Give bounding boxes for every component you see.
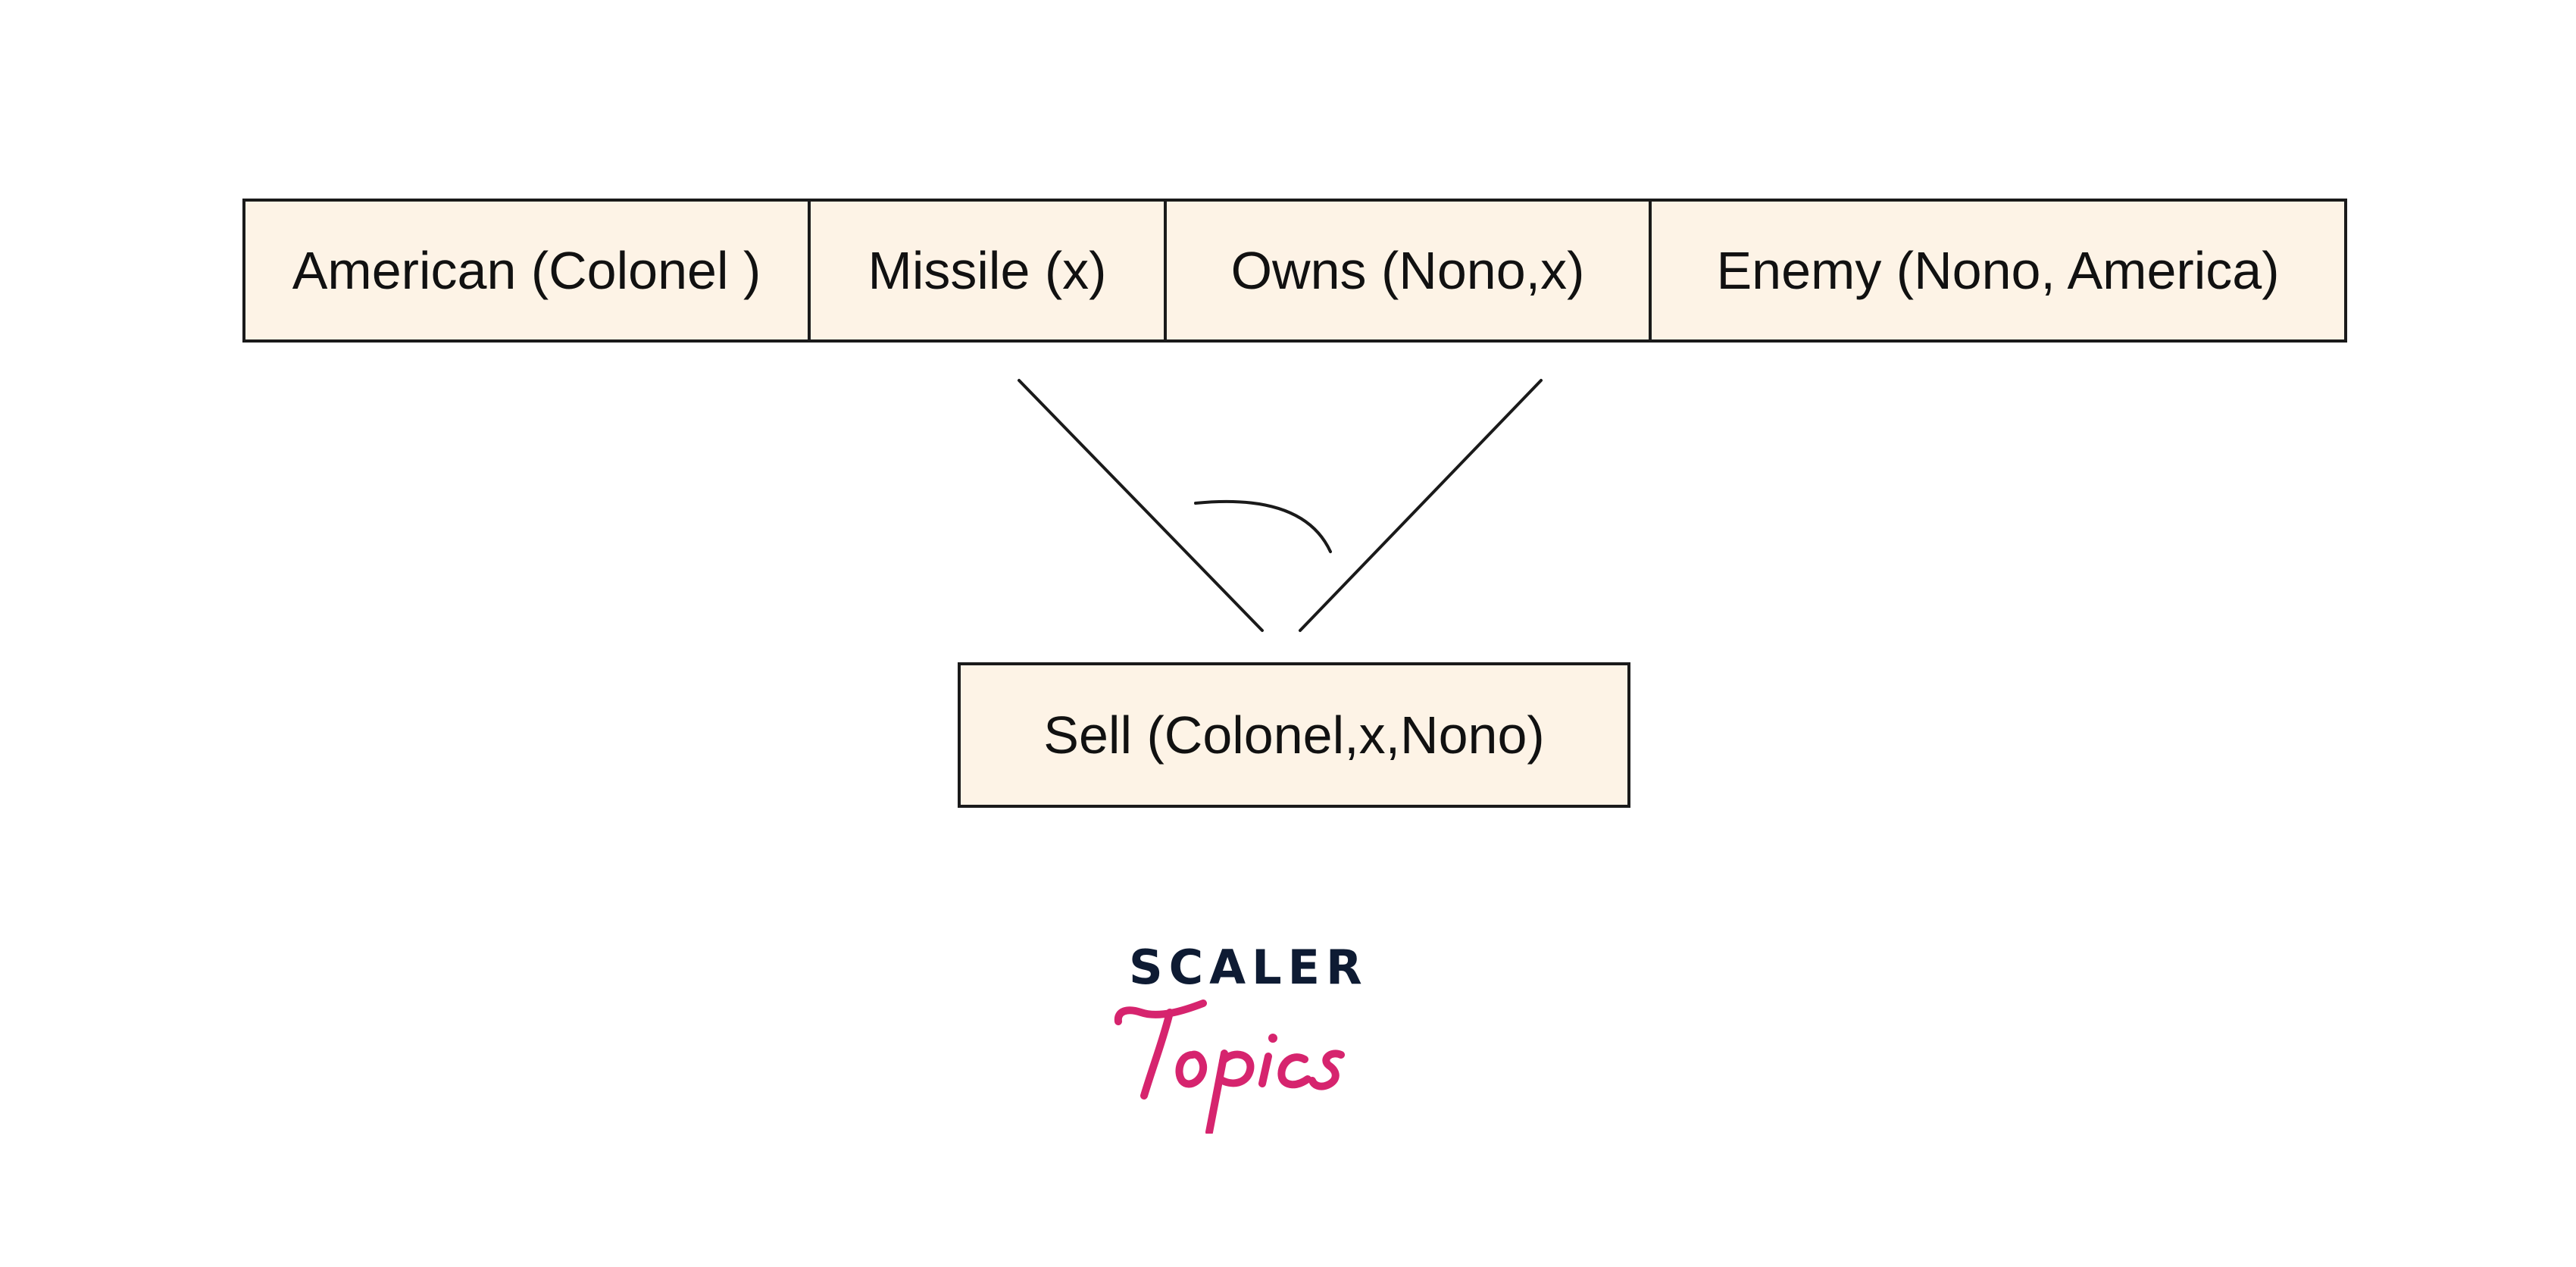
fact-american: American (Colonel ) <box>292 241 761 300</box>
scaler-topics-logo: SCALER <box>1114 940 1368 1137</box>
logo-i-dot <box>1268 1034 1277 1043</box>
fact-missile: Missile (x) <box>808 202 1164 339</box>
premises-row: American (Colonel ) Missile (x) Owns (No… <box>242 199 2347 343</box>
fact-enemy: Enemy (Nono, America) <box>1649 202 2344 339</box>
right-connector-line <box>1299 379 1543 632</box>
logo-topics-script <box>1114 1000 1345 1134</box>
conclusion-box: Sell (Colonel,x,Nono) <box>958 662 1630 808</box>
conjunction-arc <box>1194 499 1332 553</box>
fact-owns: Owns (Nono,x) <box>1164 202 1649 339</box>
left-connector-line <box>1018 379 1264 632</box>
logo-scaler-text: SCALER <box>1129 940 1368 995</box>
